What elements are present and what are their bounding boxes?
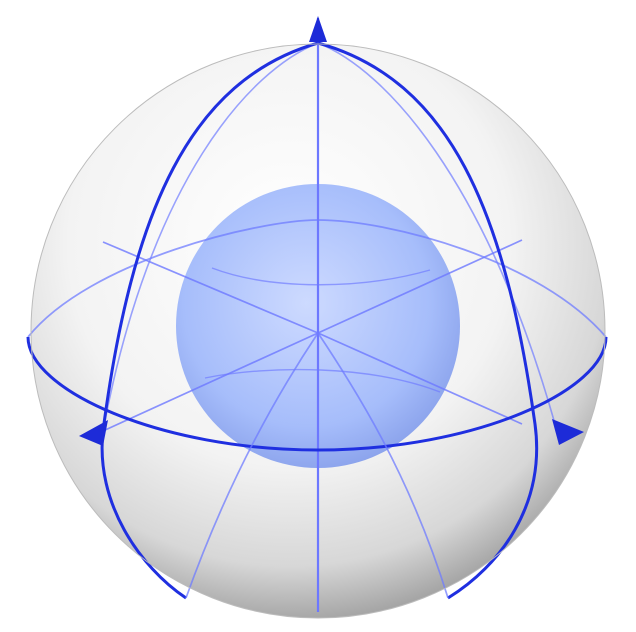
top-arrow-icon xyxy=(309,16,327,42)
right-arrow-icon xyxy=(552,419,584,445)
equator-circle xyxy=(26,336,608,452)
back-meridian-a xyxy=(102,42,319,432)
meridian-circle-a xyxy=(100,41,319,600)
left-arrow-icon xyxy=(79,420,108,446)
inner-cross-line-3 xyxy=(211,267,431,286)
outer-sphere-outline xyxy=(30,43,606,619)
inner-cross-line-4 xyxy=(204,368,441,393)
back-meridian-b xyxy=(317,42,556,425)
meridian-circle-b xyxy=(317,41,538,600)
lower-meridian-line xyxy=(185,331,449,599)
